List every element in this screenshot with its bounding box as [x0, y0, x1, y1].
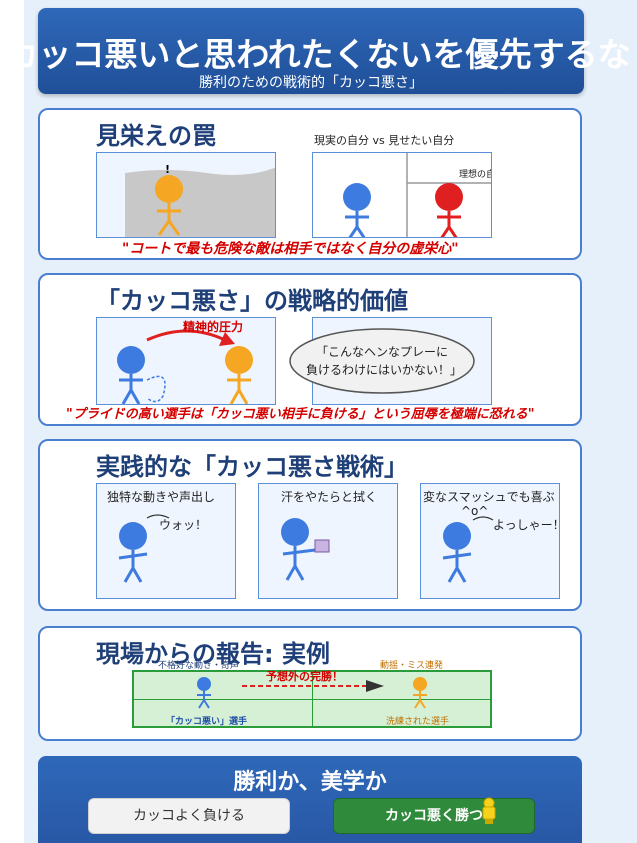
- tactic-label: 汗をやたらと拭く: [281, 490, 378, 504]
- section-title: 「カッコ悪さ」の戦略的価値: [96, 287, 408, 315]
- shouting-figure: [118, 514, 170, 583]
- section-title: 実践的な「カッコ悪さ戦術」: [96, 453, 408, 481]
- happy-face: ^o^: [461, 504, 489, 518]
- page-title: カッコ悪いと思われたくないを優先するな: [5, 35, 631, 74]
- pressure-arrow-head: [219, 332, 235, 346]
- real-self-head: [343, 183, 371, 211]
- tactic-panel-celebrate: 変なスマッシュでも喜ぶ ^o^ よっしゃー！: [420, 483, 560, 599]
- pressure-panel: 精神的圧力: [96, 317, 276, 405]
- header-banner: カッコ悪いと思われたくないを優先するな 勝利のための戦術的「カッコ悪さ」: [5, 8, 631, 94]
- upset-reaction-label: 動揺・ミス連発: [380, 661, 444, 671]
- left-margin: [0, 0, 24, 843]
- towel-icon: [314, 539, 330, 553]
- final-choice-banner: 勝利か、美学か カッコよく負ける カッコ悪く勝つ: [38, 756, 582, 843]
- exclamation-mark: !: [165, 163, 171, 176]
- arrow-head-icon: [366, 680, 384, 692]
- blue-player-head: [117, 346, 145, 374]
- badminton-court: [132, 670, 492, 728]
- wall-figure-illustration: [125, 167, 275, 237]
- bubble-line-2: 負けるわけにはいかない！」: [306, 363, 463, 377]
- win-button-label: カッコ悪く勝つ: [385, 808, 483, 824]
- court-net: [312, 672, 313, 726]
- win-ugly-button[interactable]: カッコ悪く勝つ: [333, 798, 535, 834]
- refined-player-label: 洗練された選手: [386, 717, 450, 727]
- reality-panel: !: [96, 152, 276, 238]
- ideal-self-label: 理想の自分: [459, 170, 491, 180]
- section-title: 現場からの報告: 実例: [96, 640, 330, 668]
- compare-panel: 理想の自分: [312, 152, 492, 238]
- lose-gracefully-button[interactable]: カッコよく負ける: [88, 798, 290, 834]
- shout-text: ウォッ！: [159, 518, 208, 532]
- orange-opponent-head: [225, 346, 253, 374]
- section-title: 見栄えの罠: [96, 122, 216, 150]
- section-vanity-trap: 見栄えの罠 ! 現実の自分 vs 見せたい自分 理想の自分: [38, 108, 582, 260]
- celebrating-figure: [442, 516, 494, 583]
- refined-player-head: [413, 677, 427, 691]
- pressure-arrow: [146, 329, 226, 342]
- odd-motion-trail: [146, 375, 166, 403]
- pressure-illustration: [117, 329, 253, 404]
- trophy-icon: [482, 797, 496, 824]
- section-practical-tactics: 実践的な「カッコ悪さ戦術」 独特な動きや声出し ウォッ！ 汗をやたらと拭く 変な…: [38, 439, 582, 611]
- bubble-line-1: 「こんなヘンなプレーに: [316, 345, 449, 359]
- orange-figure-head: [155, 175, 183, 203]
- awkward-moves-label: 不格好な動き・奇声: [158, 661, 240, 671]
- match-illustration: [197, 677, 427, 709]
- vanity-caption: "コートで最も危険な敵は相手ではなく自分の虚栄心": [122, 241, 459, 257]
- pressure-label: 精神的圧力: [183, 320, 244, 334]
- upset-win-label: 予想外の完勝！: [266, 670, 343, 683]
- pride-caption: "プライドの高い選手は「カッコ悪い相手に負ける」という屈辱を極端に恐れる": [66, 407, 535, 422]
- tactic-panel-sweat: 汗をやたらと拭く: [258, 483, 398, 599]
- yell-text: よっしゃー！: [493, 518, 560, 532]
- section-field-report: 現場からの報告: 実例 不格好な動き・奇声 「カッコ悪い」選手 予想外の完勝！ …: [38, 626, 582, 741]
- awkward-player-head: [197, 677, 211, 691]
- wiping-sweat-figure: [281, 518, 330, 581]
- final-title: 勝利か、美学か: [233, 770, 387, 795]
- compare-title: 現実の自分 vs 見せたい自分: [314, 134, 455, 147]
- real-vs-ideal-illustration: [343, 153, 491, 237]
- thought-bubble: [289, 328, 475, 394]
- wall-shape: [125, 167, 275, 237]
- tactic-panel-voice: 独特な動きや声出し ウォッ！: [96, 483, 236, 599]
- tactic-label: 独特な動きや声出し: [107, 490, 216, 504]
- section-strategic-value: 「カッコ悪さ」の戦略的価値 精神的圧力 「こんなヘンなプレーに 負けるわけにはい…: [38, 273, 582, 426]
- ideal-self-head: [435, 183, 463, 211]
- page-subtitle: 勝利のための戦術的「カッコ悪さ」: [199, 75, 423, 91]
- awkward-player-label: 「カッコ悪い」選手: [166, 717, 248, 727]
- tactic-label: 変なスマッシュでも喜ぶ: [423, 490, 555, 504]
